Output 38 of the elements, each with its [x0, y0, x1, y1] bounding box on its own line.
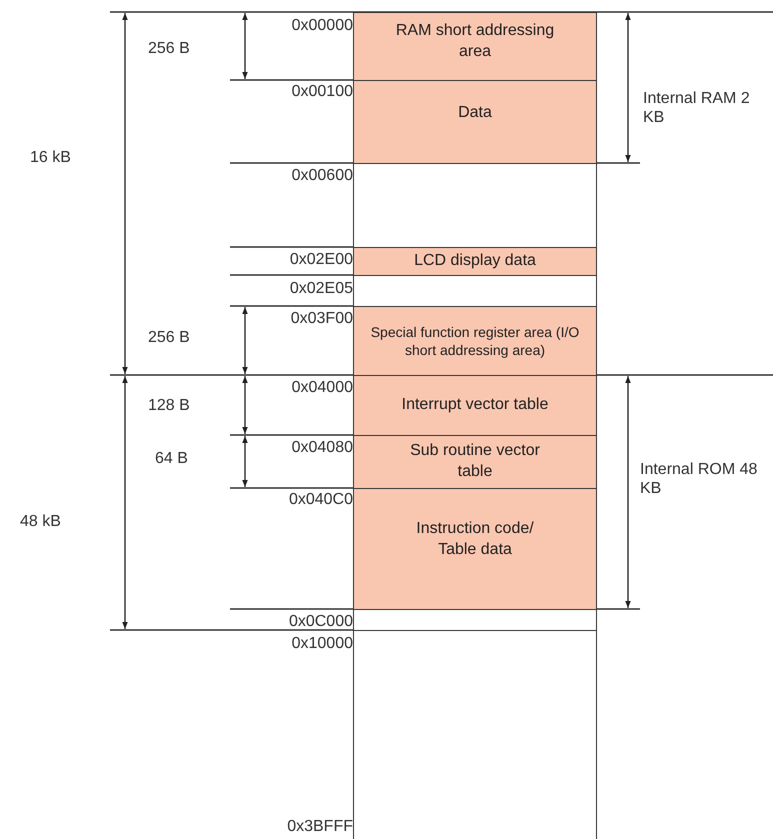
memory-region	[353, 435, 597, 489]
size-label: Internal RAM 2 KB	[643, 89, 751, 128]
address-label: 0x00000	[290, 16, 353, 36]
address-label: 0x00600	[290, 166, 353, 186]
address-label: 0x02E05	[288, 279, 353, 298]
size-label: 64 B	[155, 449, 188, 468]
address-label: 0x040C0	[288, 490, 353, 510]
address-label: 0x03F00	[290, 309, 353, 328]
address-label: 0x3BFFF	[286, 817, 353, 836]
size-label: 16 kB	[30, 148, 71, 168]
region-label: Special function register area (I/O short addressing area)	[370, 322, 580, 360]
region-label: Interrupt vector table	[402, 395, 548, 416]
memory-region	[353, 488, 597, 610]
memory-region	[353, 306, 597, 376]
address-label: 0x00100	[290, 82, 353, 102]
size-label: 128 B	[148, 396, 190, 416]
empty-memory-region	[353, 630, 597, 839]
empty-memory-region	[353, 275, 597, 307]
region-label: Instruction code/ Table data	[415, 519, 535, 560]
region-label: RAM short addressing area	[394, 21, 556, 62]
memory-region	[353, 80, 597, 164]
address-label: 0x0C000	[288, 612, 353, 632]
size-label: 256 B	[148, 39, 190, 58]
address-label: 0x10000	[290, 634, 353, 654]
size-label: 48 kB	[20, 512, 61, 532]
address-label: 0x02E00	[288, 250, 353, 270]
memory-region	[353, 247, 597, 276]
region-label: Data	[458, 103, 492, 123]
address-label: 0x04000	[290, 378, 353, 398]
empty-memory-region	[353, 163, 597, 248]
memory-region	[353, 12, 597, 81]
region-label: Sub routine vector table	[409, 441, 541, 482]
empty-memory-region	[353, 609, 597, 631]
size-label: Internal ROM 48 KB	[640, 460, 758, 498]
size-label: 256 B	[148, 328, 190, 348]
memory-region	[353, 375, 597, 436]
address-label: 0x04080	[290, 438, 353, 458]
region-label: LCD display data	[414, 251, 536, 272]
